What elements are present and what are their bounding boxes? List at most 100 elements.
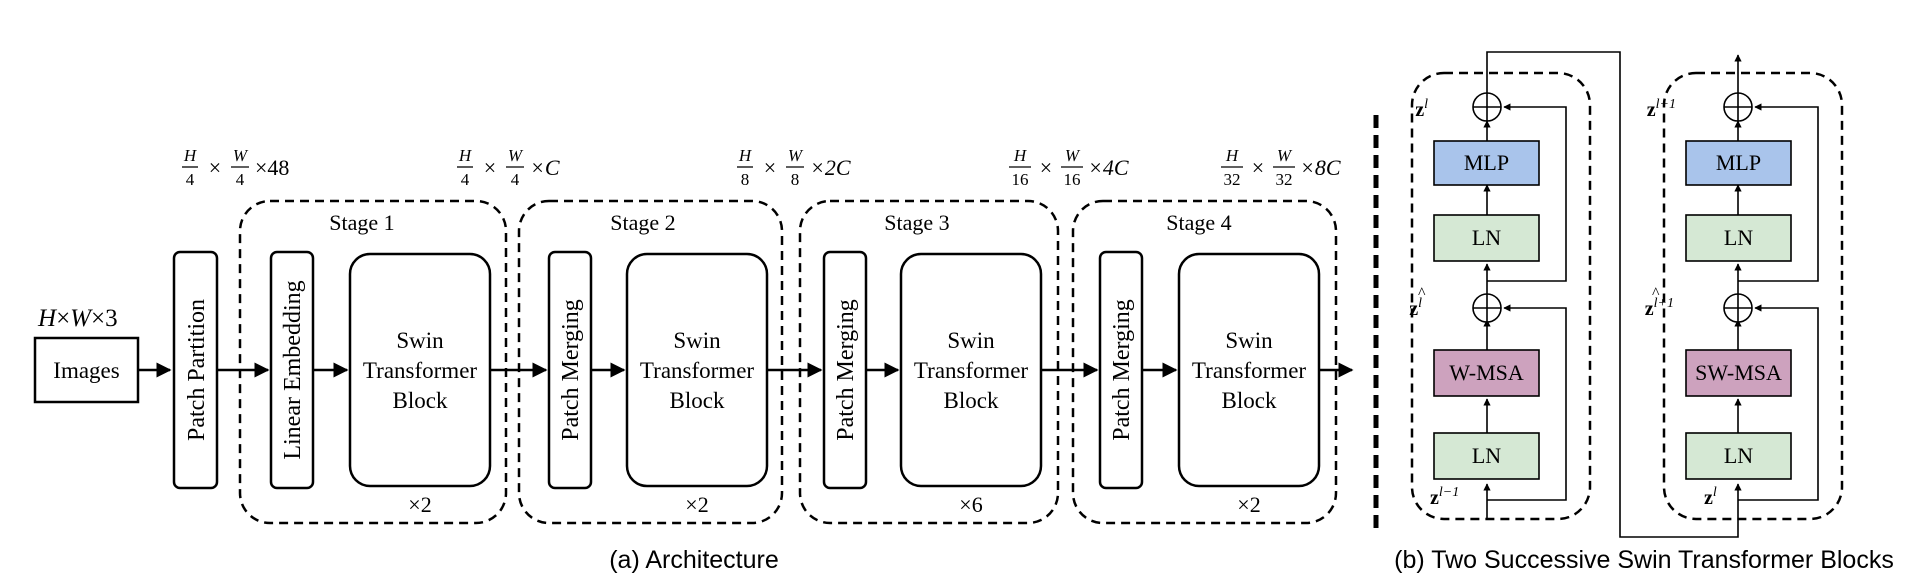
images-box — [33, 336, 140, 404]
block-1-residual-upper — [1487, 103, 1567, 282]
block-2-swmsa-label: SW-MSA — [1695, 360, 1782, 385]
block-2-label-zl1: zl+1 — [1647, 97, 1676, 121]
block-2-mlp-label: MLP — [1716, 150, 1761, 175]
block-2-swmsa — [1685, 349, 1792, 397]
block-1-frame — [1410, 71, 1592, 521]
stage-3-repeat: ×6 — [959, 492, 982, 517]
patch-merging-4-label: Patch Merging — [1109, 299, 1135, 441]
stage-1-title: Stage 1 — [329, 210, 394, 235]
svg-text:×48: ×48 — [255, 155, 289, 180]
stage-1-frame — [238, 199, 508, 525]
block-2-hat: ^ — [1652, 285, 1660, 302]
images-label: Images — [53, 358, 119, 383]
swin-block-2-line3: Block — [670, 388, 725, 413]
stage-4-frame — [1071, 199, 1338, 525]
block-2-residual-lower — [1738, 304, 1819, 501]
stage-2-title: Stage 2 — [610, 210, 675, 235]
swin-block-4-line1: Swin — [1225, 328, 1273, 353]
block-1-ln-bottom — [1433, 432, 1540, 480]
block-2-frame — [1662, 71, 1844, 521]
svg-text:×: × — [1040, 155, 1052, 180]
dim-label-2: H 8 × W 8 ×2C — [737, 146, 851, 189]
svg-text:4: 4 — [461, 170, 470, 189]
block-1-ln-top — [1433, 214, 1540, 262]
svg-text:W: W — [233, 146, 249, 165]
svg-text:H: H — [183, 146, 198, 165]
block-1-mlp-label: MLP — [1464, 150, 1509, 175]
swin-block-4-line2: Transformer — [1192, 358, 1306, 383]
patch-partition-label: Patch Partition — [184, 299, 210, 441]
svg-text:8: 8 — [741, 170, 750, 189]
svg-text:H: H — [1225, 146, 1240, 165]
swin-block-3-line3: Block — [944, 388, 999, 413]
caption-swin-blocks: (b) Two Successive Swin Transformer Bloc… — [1394, 546, 1894, 574]
stage-2-frame — [517, 199, 784, 525]
svg-text:×: × — [1252, 155, 1264, 180]
svg-text:W: W — [1277, 146, 1293, 165]
swin-block-1-line2: Transformer — [363, 358, 477, 383]
stage-2-repeat: ×2 — [685, 492, 708, 517]
dim-label-1: H 4 × W 4 ×C — [457, 146, 560, 189]
svg-text:32: 32 — [1224, 170, 1241, 189]
svg-text:H: H — [1013, 146, 1028, 165]
svg-text:×8C: ×8C — [1300, 155, 1341, 180]
block-1-wmsa — [1433, 349, 1540, 397]
svg-text:×4C: ×4C — [1088, 155, 1129, 180]
svg-text:×C: ×C — [530, 155, 560, 180]
svg-text:W: W — [1065, 146, 1081, 165]
swin-block-3-line2: Transformer — [914, 358, 1028, 383]
svg-text:×: × — [764, 155, 776, 180]
block-1-label-zl: zl — [1415, 97, 1428, 121]
caption-architecture: (a) Architecture — [609, 546, 779, 574]
dim-label-0: H 4 × W 4 ×48 — [182, 146, 289, 189]
block-1-ln-bottom-label: LN — [1472, 443, 1501, 468]
block-1-label-zhat: zl — [1409, 296, 1422, 320]
block-2-ln-bottom-label: LN — [1724, 443, 1753, 468]
inter-block-connector — [1486, 51, 1739, 538]
svg-text:4: 4 — [186, 170, 195, 189]
swin-block-1-line3: Block — [393, 388, 448, 413]
block-1-residual-lower — [1487, 304, 1567, 501]
svg-text:×: × — [484, 155, 496, 180]
block-2-ln-top-label: LN — [1724, 225, 1753, 250]
stage-4-repeat: ×2 — [1237, 492, 1260, 517]
svg-text:16: 16 — [1064, 170, 1081, 189]
swin-block-2-line2: Transformer — [640, 358, 754, 383]
block-2-ln-top — [1685, 214, 1792, 262]
svg-text:8: 8 — [791, 170, 800, 189]
block-1-wmsa-label: W-MSA — [1449, 360, 1524, 385]
block-2-residual-upper — [1738, 103, 1819, 282]
block-1-hat: ^ — [1418, 285, 1426, 302]
swin-block-3-line1: Swin — [947, 328, 995, 353]
swin-block-4-line3: Block — [1222, 388, 1277, 413]
block-2-label-zl: zl — [1704, 485, 1717, 509]
swin-block-1-line1: Swin — [396, 328, 444, 353]
block-2-ln-bottom — [1685, 432, 1792, 480]
input-dim-label: H×W×3 — [37, 305, 118, 332]
patch-merging-3-label: Patch Merging — [833, 299, 859, 441]
block-1-ln-top-label: LN — [1472, 225, 1501, 250]
dim-label-4: H 32 × W 32 ×8C — [1221, 146, 1341, 189]
stage-4-title: Stage 4 — [1166, 210, 1231, 235]
svg-text:4: 4 — [511, 170, 520, 189]
block-2-mlp — [1685, 140, 1792, 186]
dim-label-3: H 16 × W 16 ×4C — [1009, 146, 1129, 189]
svg-text:H: H — [738, 146, 753, 165]
svg-text:4: 4 — [236, 170, 245, 189]
stage-1-repeat: ×2 — [408, 492, 431, 517]
linear-embedding-label: Linear Embedding — [280, 280, 306, 459]
patch-merging-2-label: Patch Merging — [558, 299, 584, 441]
block-2-label-zhat: zl+1 — [1645, 296, 1674, 320]
block-1-label-zl-1: zl−1 — [1430, 485, 1459, 509]
svg-text:16: 16 — [1012, 170, 1029, 189]
stage-3-frame — [798, 199, 1060, 525]
svg-text:×: × — [209, 155, 221, 180]
svg-text:W: W — [788, 146, 804, 165]
swin-block-2-line1: Swin — [673, 328, 721, 353]
svg-text:H: H — [458, 146, 473, 165]
stage-3-title: Stage 3 — [884, 210, 949, 235]
svg-text:×2C: ×2C — [810, 155, 851, 180]
svg-text:W: W — [508, 146, 524, 165]
svg-text:32: 32 — [1276, 170, 1293, 189]
